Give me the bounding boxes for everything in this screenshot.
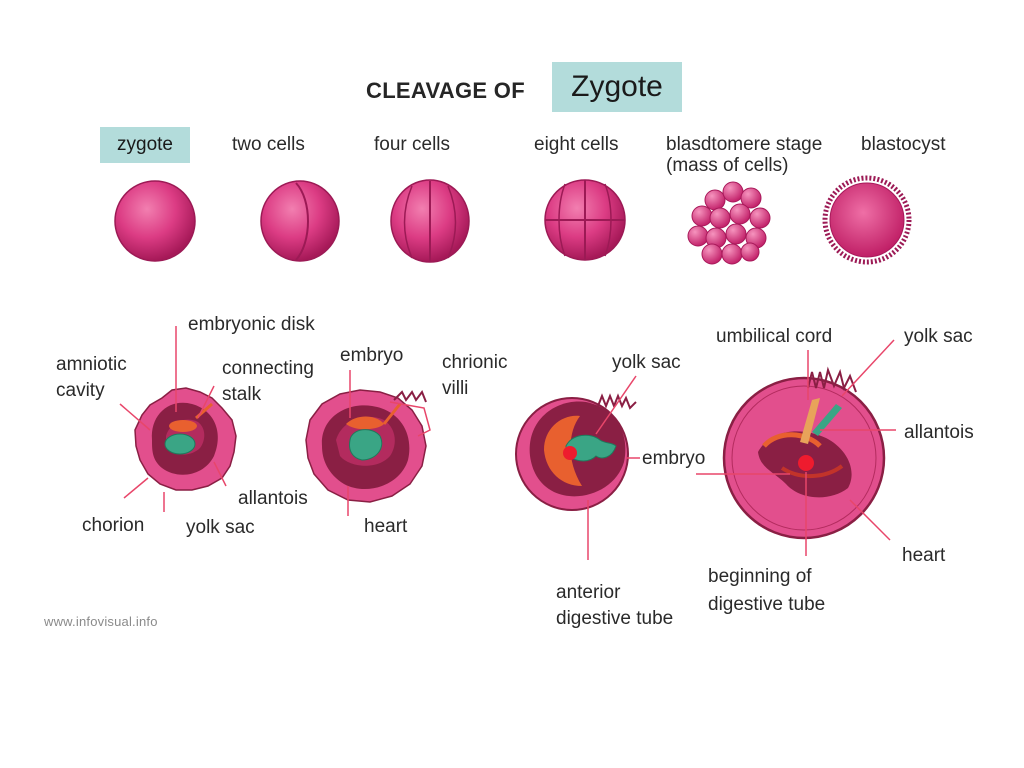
label-anterior-1: anterior (556, 582, 621, 603)
label-yolk-sac-c: yolk sac (904, 326, 973, 347)
two-cells (260, 180, 340, 262)
embryo-d (722, 366, 886, 540)
label-embryo-b: embryo (642, 448, 706, 469)
source-credit: www.infovisual.info (44, 614, 158, 629)
label-heart-b: heart (902, 545, 946, 566)
label-embryo-a: embryo (340, 345, 404, 366)
blastomere-mass (687, 181, 771, 265)
label-allantois-b: allantois (904, 422, 974, 443)
stage-label-four-cells: four cells (374, 134, 451, 155)
diagram-title: CLEAVAGE OF (366, 78, 525, 103)
eight-cells (544, 179, 626, 261)
label-beginning-1: beginning of (708, 566, 812, 587)
label-chorion: chorion (82, 515, 145, 536)
leader-lines (119, 326, 896, 560)
title-overlay-box: Zygote (552, 62, 682, 112)
label-heart-a: heart (364, 516, 408, 537)
stage-label-zygote: zygote (100, 127, 190, 163)
stage-label-blastocyst: blastocyst (861, 134, 946, 155)
stage-label-blastomere-2: (mass of cells) (666, 155, 789, 176)
label-umbilical-cord: umbilical cord (716, 326, 833, 347)
blastocyst (822, 175, 912, 265)
label-connecting-2: stalk (222, 384, 262, 405)
stage-label-eight-cells: eight cells (534, 134, 619, 155)
label-connecting-1: connecting (222, 358, 314, 379)
label-chrionic-1: chrionic (442, 352, 508, 373)
embryo-c (515, 393, 637, 511)
stage-label-blastomere-1: blasdtomere stage (666, 134, 823, 155)
label-yolk-sac-a: yolk sac (186, 517, 255, 538)
label-amniotic-2: cavity (56, 380, 105, 401)
zygote-cell (114, 180, 196, 262)
label-anterior-2: digestive tube (556, 608, 674, 629)
label-allantois-a: allantois (238, 488, 308, 509)
label-amniotic-1: amniotic (56, 354, 127, 375)
label-chrionic-2: villi (442, 378, 469, 399)
embryo-a (134, 387, 237, 491)
embryo-b (305, 389, 427, 503)
four-cells (390, 179, 470, 263)
label-yolk-sac-b: yolk sac (612, 352, 681, 373)
label-embryonic-disk: embryonic disk (188, 314, 315, 335)
stage-label-two-cells: two cells (232, 134, 305, 155)
label-beginning-2: digestive tube (708, 594, 826, 615)
